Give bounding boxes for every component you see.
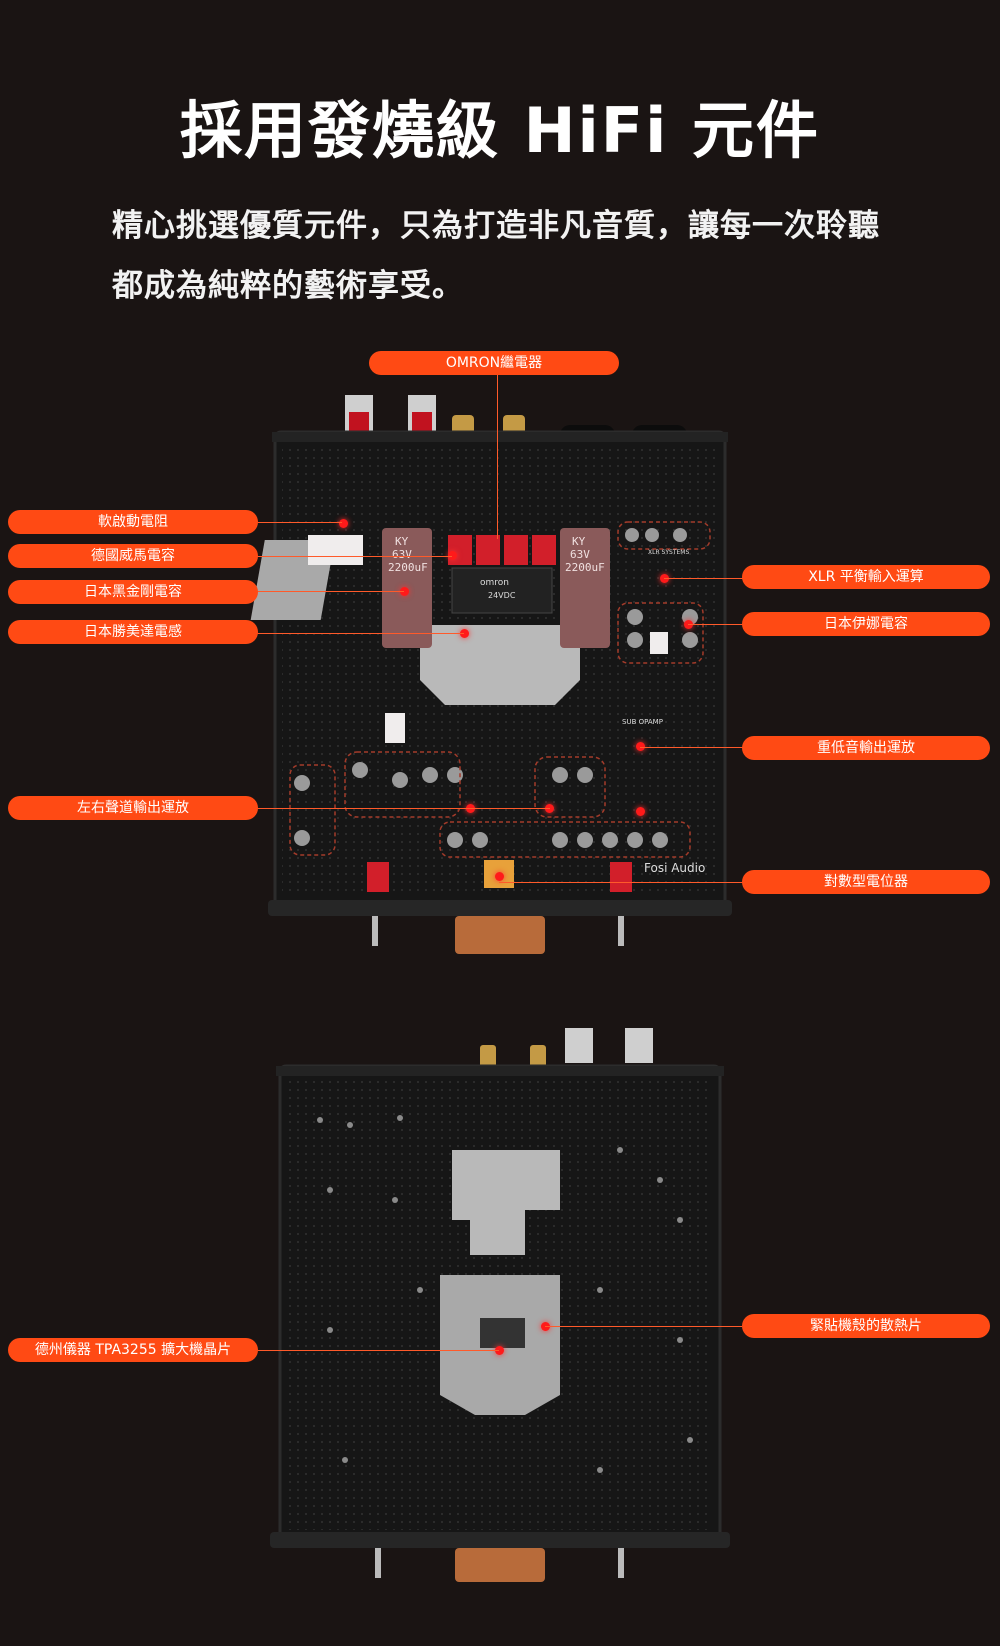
leader-sub — [640, 747, 743, 748]
marker-wima — [448, 551, 457, 560]
small-capacitors — [294, 528, 698, 848]
label-soft-start: 軟啟動電阻 — [8, 510, 258, 534]
leader-relay — [497, 374, 498, 539]
brand-silkscreen: Fosi Audio — [644, 861, 705, 875]
marker-tamura — [460, 629, 469, 638]
cap-text-uf-2: 2200uF — [565, 561, 605, 574]
cap-text-volt-2: 63V — [570, 548, 590, 561]
marker-amp-chip — [495, 1346, 504, 1355]
volume-knob — [455, 916, 545, 954]
cap-text-uf: 2200uF — [388, 561, 428, 574]
marker-pot — [495, 872, 504, 881]
label-heatsink: 緊貼機殼的散熱片 — [742, 1314, 990, 1338]
marker-sub-2 — [636, 807, 645, 816]
marker-sub — [636, 742, 645, 751]
leader-wima — [256, 556, 452, 557]
ground-plane — [420, 625, 580, 705]
leader-soft-start — [256, 522, 342, 523]
cap-text-volt: 63V — [392, 548, 412, 561]
marker-nichicon — [400, 587, 409, 596]
silk-sub-opamp: SUB OPAMP — [622, 718, 663, 726]
leader-xlr — [664, 578, 743, 579]
relay-spec: 24VDC — [488, 591, 516, 600]
leader-heatsink — [545, 1326, 742, 1327]
label-xlr-opamp: XLR 平衡輸入運算 — [742, 565, 990, 589]
label-nichicon: 日本黑金剛電容 — [8, 580, 258, 604]
top-board-illustration: KY 63V 2200uF KY 63V 2200uF omron 24VDC … — [250, 395, 732, 954]
leader-nichicon — [256, 591, 404, 592]
marker-soft-start — [339, 519, 348, 528]
label-elna: 日本伊娜電容 — [742, 612, 990, 636]
label-tamura: 日本勝美達電感 — [8, 620, 258, 644]
label-amp-chip: 德州儀器 TPA3255 擴大機晶片 — [8, 1338, 258, 1362]
leader-tamura — [256, 633, 464, 634]
page-subtitle: 精心挑選優質元件，只為打造非凡音質，讓每一次聆聽都成為純粹的藝術享受。 — [112, 208, 880, 304]
relay-block — [448, 535, 556, 614]
label-sub-opamp: 重低音輸出運放 — [742, 736, 990, 760]
relay-brand: omron — [480, 578, 509, 588]
page-title: 採用發燒級 HiFi 元件 — [180, 94, 820, 167]
label-wima: 德國威馬電容 — [8, 544, 258, 568]
cap-text-ky: KY — [395, 535, 409, 548]
leader-amp-chip — [256, 1350, 499, 1351]
label-relay: OMRON繼電器 — [369, 351, 619, 375]
label-lr-opamp: 左右聲道輸出運放 — [8, 796, 258, 820]
leader-lr — [256, 808, 550, 809]
label-pot: 對數型電位器 — [742, 870, 990, 894]
bottom-board-illustration — [270, 1028, 730, 1582]
cap-text-ky-2: KY — [572, 535, 586, 548]
leader-pot — [499, 882, 743, 883]
leader-elna — [688, 624, 743, 625]
silk-xlr: XLR SYSTEMS — [648, 549, 689, 556]
